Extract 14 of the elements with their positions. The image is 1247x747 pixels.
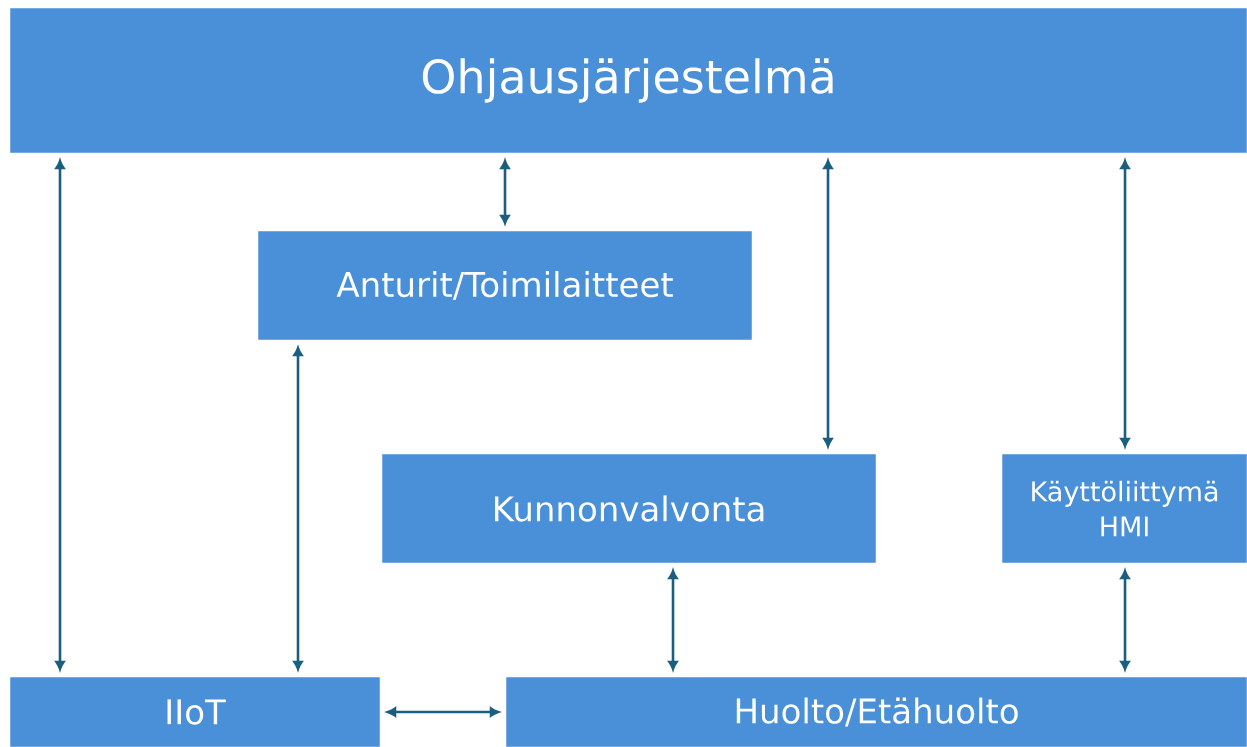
arrow [386,707,500,717]
arrow [823,159,833,448]
arrow [500,159,510,225]
arrow [293,346,303,671]
arrow [668,569,678,671]
process-box: Anturit/Toimilaitteet [257,230,753,341]
arrow [1120,569,1130,671]
process-box: Huolto/Etähuolto [505,676,1247,747]
process-box: Käyttöliittymä HMI [1001,453,1247,564]
arrow [1120,159,1130,448]
process-box: Ohjausjärjestelmä [9,7,1247,154]
process-box: IIoT [9,676,381,747]
arrow [55,159,65,671]
process-box: Kunnonvalvonta [381,453,877,564]
